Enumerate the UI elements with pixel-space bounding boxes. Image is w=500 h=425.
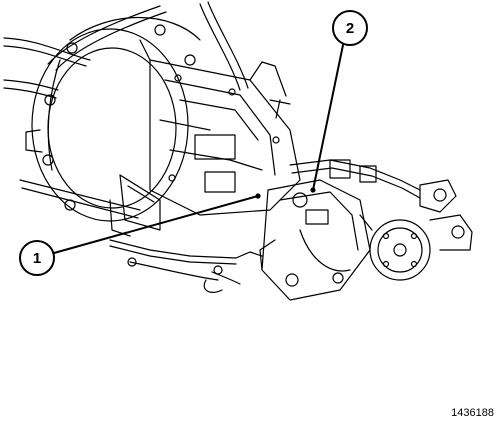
callout-1-point	[255, 193, 261, 199]
callout-2-leader	[312, 44, 344, 191]
bell-housing	[25, 17, 201, 237]
callout-2-circle	[332, 10, 368, 46]
callout-1-circle	[19, 240, 55, 276]
callout-1-number: 1	[33, 250, 41, 267]
callout-2: 2	[332, 10, 368, 46]
callout-2-number: 2	[346, 20, 354, 37]
callout-1-leader	[53, 195, 259, 254]
transfer-case	[259, 179, 371, 301]
figure-number: 1436188	[451, 407, 494, 419]
wiring-harness	[3, 1, 249, 219]
transmission-case	[119, 39, 301, 231]
shift-linkage	[289, 159, 457, 213]
lower-lines	[109, 239, 263, 293]
callout-1: 1	[19, 240, 55, 276]
output-flange	[359, 214, 473, 281]
callout-2-point	[310, 187, 316, 193]
